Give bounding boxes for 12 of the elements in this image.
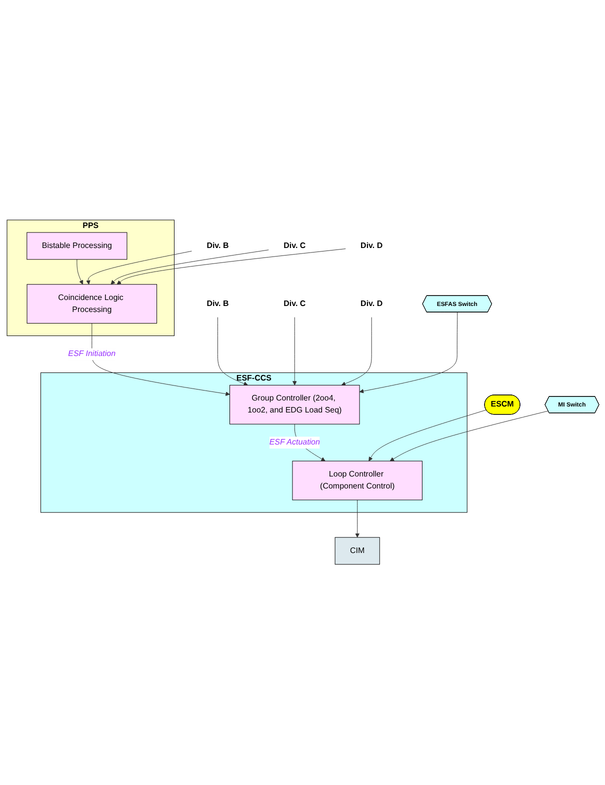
arrow xyxy=(116,248,346,285)
arrow xyxy=(91,323,230,396)
arrow xyxy=(358,312,458,394)
arrow xyxy=(110,250,268,285)
arrow xyxy=(389,411,548,462)
arrow xyxy=(76,260,83,285)
arrow xyxy=(368,410,486,462)
arrow xyxy=(292,317,296,386)
arrow xyxy=(86,251,192,285)
arrow xyxy=(354,500,360,538)
arrow xyxy=(340,317,372,386)
arrow xyxy=(216,317,248,386)
